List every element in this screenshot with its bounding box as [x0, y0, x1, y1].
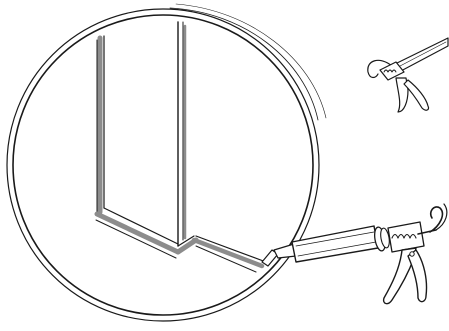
floor-junction [96, 208, 266, 272]
frame-center-edge [178, 22, 185, 246]
caulk-gun-small-icon [368, 38, 448, 112]
caulk-gun-large-icon [262, 204, 447, 304]
frame-left-jamb [97, 36, 104, 214]
magnified-corner-view [7, 4, 326, 321]
